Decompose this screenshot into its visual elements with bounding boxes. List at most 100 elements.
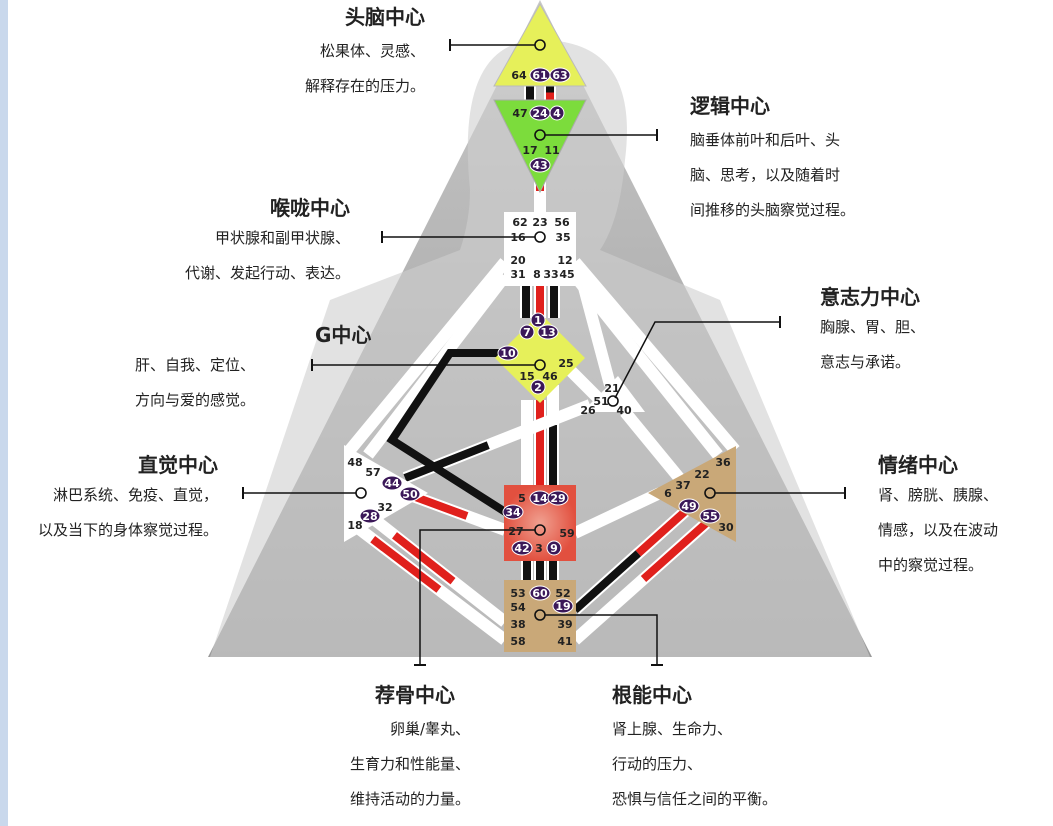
root-leader-line xyxy=(545,614,658,665)
channel-sacral-solar xyxy=(572,487,663,539)
channel-spleen-root-2-activation xyxy=(392,532,456,585)
gate-59-label: 59 xyxy=(559,527,574,540)
root-center-desc-2: 行动的压力、 xyxy=(612,755,703,773)
gate-42-label: 42 xyxy=(514,542,529,555)
ajna-center-title: 逻辑中心 xyxy=(690,94,770,118)
gate-1-label: 1 xyxy=(534,314,542,327)
solar-plexus-center-desc-3: 中的察觉过程。 xyxy=(878,556,984,574)
g-center-desc-2: 方向与爱的感觉。 xyxy=(135,391,256,409)
root-center-title: 根能中心 xyxy=(612,683,692,707)
channel-solar-root-1-activation xyxy=(572,550,641,613)
gate-13-active-marker xyxy=(537,324,559,340)
channel-throat-will xyxy=(572,263,616,387)
gate-50-active-marker xyxy=(399,486,421,502)
gate-16-label: 16 xyxy=(510,231,526,244)
head-leader-dot xyxy=(534,39,546,51)
g-leader-dot xyxy=(534,359,546,371)
root-center-desc-3: 恐惧与信任之间的平衡。 xyxy=(612,790,778,808)
gate-58-label: 58 xyxy=(510,635,525,648)
gate-30-label: 30 xyxy=(718,521,734,534)
ajna-center-desc-1: 脑垂体前叶和后叶、头 xyxy=(690,131,841,149)
gate-64-label: 64 xyxy=(511,69,527,82)
spleen-center-desc-1: 淋巴系统、免疫、直觉， xyxy=(52,486,218,504)
gate-35-label: 35 xyxy=(555,231,570,244)
gate-23-label: 23 xyxy=(532,216,547,229)
throat-center-desc-2: 代谢、发起行动、表达。 xyxy=(184,264,350,282)
sacral-center-desc-3: 维持活动的力量。 xyxy=(349,790,470,808)
g-center xyxy=(495,313,585,403)
sacral-leader-line xyxy=(419,529,535,665)
gate-37-label: 37 xyxy=(675,479,690,492)
channel-throat-solar-2 xyxy=(570,272,723,459)
gate-3-label: 3 xyxy=(535,542,543,555)
throat-center-desc-1: 甲状腺和副甲状腺、 xyxy=(214,229,350,247)
gate-22-label: 22 xyxy=(694,468,709,481)
gate-62-label: 62 xyxy=(512,216,527,229)
gate-10-active-marker xyxy=(497,345,519,361)
gate-7-active-marker xyxy=(519,324,535,340)
channel-throat-spleen-1 xyxy=(345,258,510,454)
gate-25-label: 25 xyxy=(558,357,573,370)
sacral-center-label: 荐骨中心 卵巢/睾丸、 生育力和性能量、 维持活动的力量。 xyxy=(320,682,470,817)
ajna-leader-dot xyxy=(534,129,546,141)
root-center-desc-1: 肾上腺、生命力、 xyxy=(612,720,733,738)
gate-12-label: 12 xyxy=(557,254,572,267)
gate-28-active-marker xyxy=(359,508,381,524)
gate-52-label: 52 xyxy=(555,587,570,600)
gate-28-label: 28 xyxy=(362,510,377,523)
will-center-label: 意志力中心 胸腺、胃、胆、 意志与承诺。 xyxy=(820,284,925,380)
gate-49-label: 49 xyxy=(681,500,696,513)
gate-43-active-marker xyxy=(529,157,551,173)
head-center-desc-2: 解释存在的压力。 xyxy=(304,77,425,95)
gate-1-active-marker xyxy=(530,312,546,328)
ajna-center-desc-2: 脑、思考，以及随着时 xyxy=(690,166,841,184)
sacral-center-title: 荐骨中心 xyxy=(375,683,455,707)
solar-plexus-center-title: 情绪中心 xyxy=(878,453,958,477)
gate-50-label: 50 xyxy=(402,488,418,501)
gate-63-label: 63 xyxy=(552,69,567,82)
gate-9-label: 9 xyxy=(550,542,558,555)
gate-2-label: 2 xyxy=(534,381,542,394)
channel-spleen-g-activation xyxy=(403,441,490,482)
gate-11-label: 11 xyxy=(544,144,559,157)
solar-plexus-center-desc-1: 肾、膀胱、胰腺、 xyxy=(878,486,999,504)
channel-throat-solar-1 xyxy=(570,258,740,454)
gate-40-label: 40 xyxy=(616,404,632,417)
will-center-desc-2: 意志与承诺。 xyxy=(820,353,911,371)
channel-solar-root-2-activation xyxy=(640,515,715,582)
throat-center-label: 喉咙中心 甲状腺和副甲状腺、 代谢、发起行动、表达。 xyxy=(150,195,350,291)
will-center xyxy=(582,376,645,412)
gate-17-label: 17 xyxy=(522,144,537,157)
gate-48-label: 48 xyxy=(347,456,362,469)
gate-57-label: 57 xyxy=(365,466,380,479)
sacral-center-desc-1: 卵巢/睾丸、 xyxy=(389,720,470,738)
channel-will-solar xyxy=(620,408,690,489)
gate-27-label: 27 xyxy=(508,525,523,538)
gate-2-active-marker xyxy=(530,379,546,395)
head-center-title: 头脑中心 xyxy=(345,5,425,29)
gate-45-label: 45 xyxy=(559,268,574,281)
gate-8-label: 8 xyxy=(533,268,541,281)
gate-53-label: 53 xyxy=(510,587,525,600)
gate-24-label: 24 xyxy=(532,107,548,120)
will-leader-dot xyxy=(607,395,619,407)
spleen-center-title: 直觉中心 xyxy=(138,453,218,477)
gate-60-label: 60 xyxy=(532,587,548,600)
gate-46-label: 46 xyxy=(542,370,558,383)
gate-29-label: 29 xyxy=(550,492,565,505)
gate-34-active-marker xyxy=(502,504,524,520)
gate-61-label: 61 xyxy=(532,69,547,82)
head-center-label: 头脑中心 松果体、灵感、 解释存在的压力。 xyxy=(280,4,425,104)
gate-33-label: 33 xyxy=(543,268,558,281)
throat-leader-dot xyxy=(534,231,546,243)
gate-4-active-marker xyxy=(549,105,565,121)
gate-13-label: 13 xyxy=(540,326,555,339)
gate-55-label: 55 xyxy=(702,510,717,523)
gate-55-active-marker xyxy=(699,508,721,524)
gate-47-label: 47 xyxy=(512,107,527,120)
gate-41-label: 41 xyxy=(557,635,572,648)
gate-14-label: 14 xyxy=(532,492,548,505)
gate-21-label: 21 xyxy=(604,382,619,395)
